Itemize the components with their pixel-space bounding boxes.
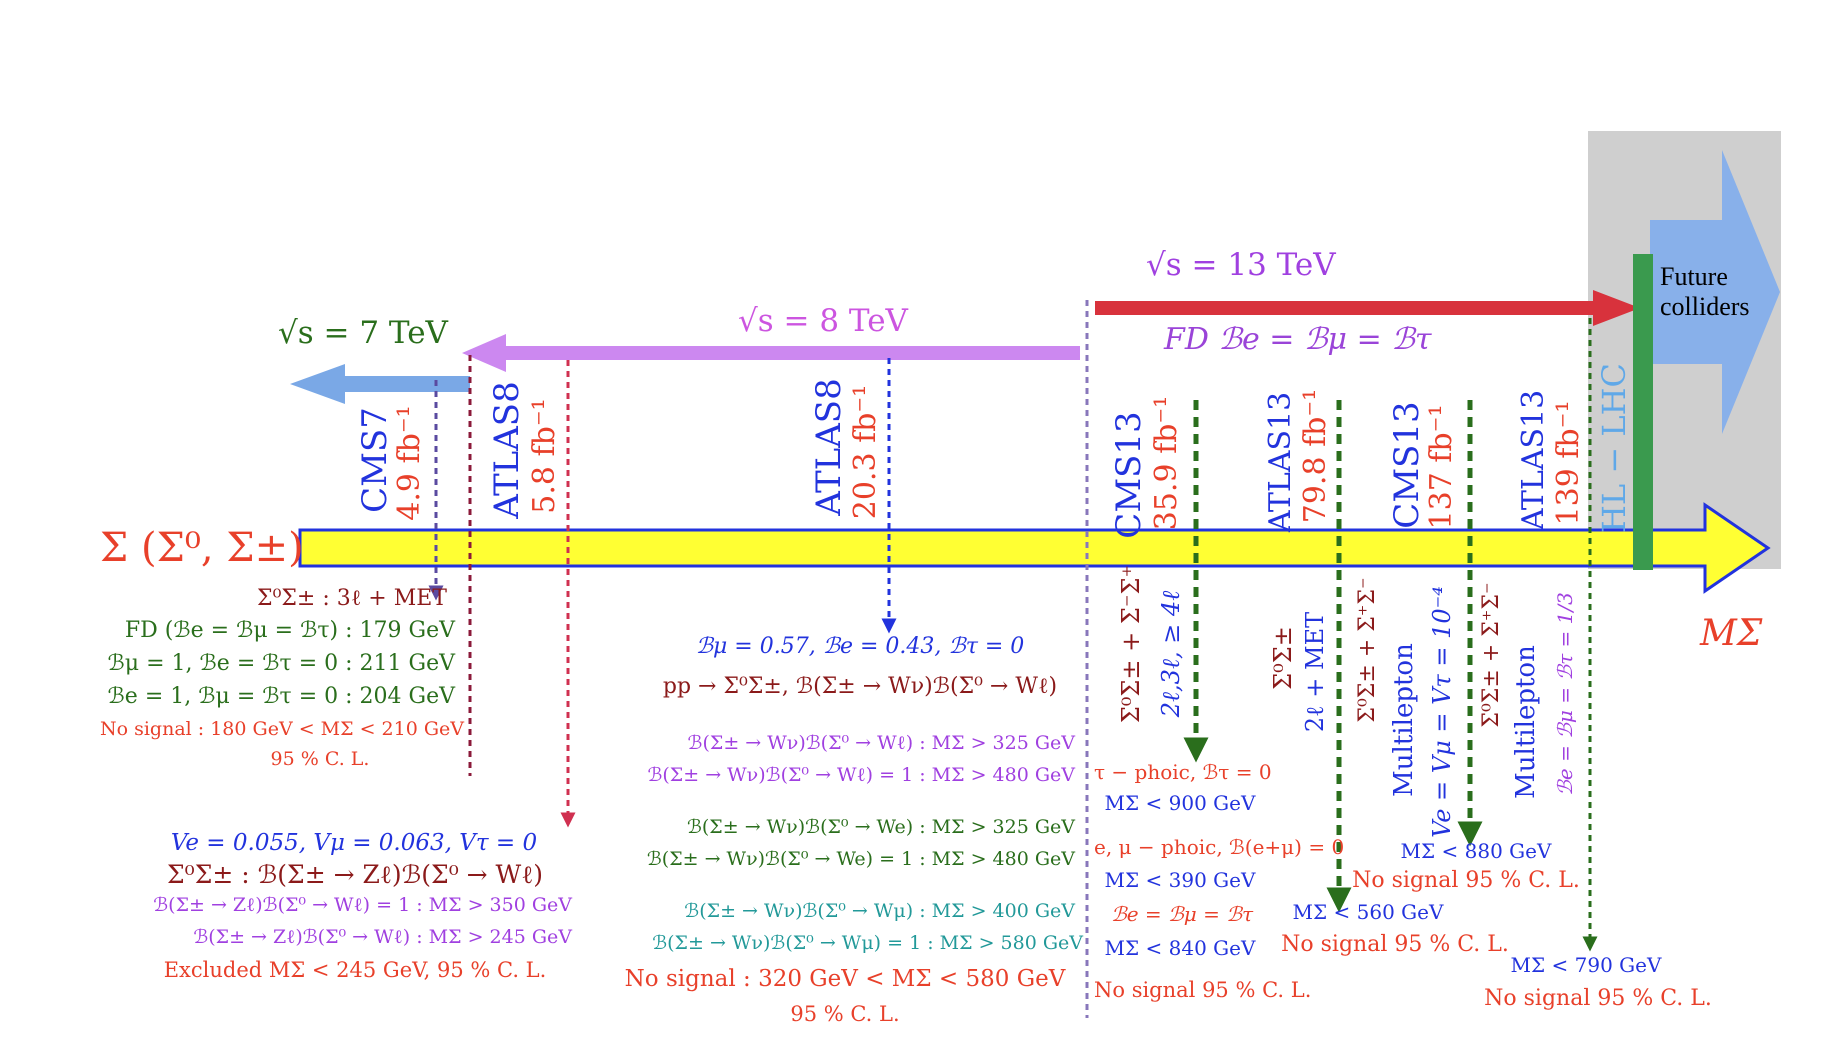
mass-axis-label: MΣ (1700, 613, 1763, 654)
mass-axis-arrow (298, 502, 1771, 594)
atlas13a-channel: 2ℓ + MET (1301, 611, 1329, 733)
future-colliders-label: Future colliders (1660, 262, 1790, 322)
exp-cms13b-lumi: 137 fb⁻¹ (1424, 404, 1459, 530)
exp-atlas13b-name: ATLAS13 (1516, 389, 1551, 531)
hl-lhc-label: HL − LHC (1595, 363, 1633, 533)
cms7-line-2: ℬμ = 1, ℬe = ℬτ = 0 : 211 GeV (107, 651, 455, 676)
exp-cms7-lumi: 4.9 fb⁻¹ (392, 405, 427, 521)
cms13a-process: Σ⁰Σ± + Σ⁻Σ⁺ (1117, 564, 1145, 724)
exp-atlas8b-name: ATLAS8 (809, 378, 849, 516)
cms13a-line-6: MΣ < 840 GeV (1104, 936, 1256, 960)
energy-8tev-label: √s = 8 TeV (738, 303, 908, 339)
cms13b-nosignal: No signal 95 % C. L. (1352, 868, 1580, 893)
particle-label: Σ (Σ⁰, Σ±) (100, 525, 304, 571)
atlas8b-e-1: ℬ(Σ± → Wν)ℬ(Σ⁰ → We) : MΣ > 325 GeV (686, 816, 1075, 838)
cms7-channel: Σ⁰Σ± : 3ℓ + MET (257, 586, 447, 611)
hl-lhc-bar (1633, 254, 1653, 570)
cms13b-limit: MΣ < 880 GeV (1400, 839, 1552, 863)
arrow-7tev (290, 364, 470, 404)
atlas8b-nosignal: No signal : 320 GeV < MΣ < 580 GeV (624, 966, 1066, 992)
cms13a-channel: 2ℓ,3ℓ, ≥ 4ℓ (1157, 590, 1185, 718)
cms7-line-3: ℬe = 1, ℬμ = ℬτ = 0 : 204 GeV (107, 684, 455, 709)
exp-atlas8a-lumi: 5.8 fb⁻¹ (527, 398, 562, 514)
cms13a-line-5: ℬe = ℬμ = ℬτ (1110, 902, 1254, 926)
atlas8b-mu-2: ℬ(Σ± → Wν)ℬ(Σ⁰ → Wμ) = 1 : MΣ > 580 GeV (652, 932, 1083, 954)
atlas8b-e-2: ℬ(Σ± → Wν)ℬ(Σ⁰ → We) = 1 : MΣ > 480 GeV (646, 848, 1075, 870)
atlas13b-channel: Multilepton (1511, 645, 1541, 799)
exp-atlas8a-name: ATLAS8 (487, 381, 527, 519)
future-arrow (1650, 150, 1780, 434)
exp-atlas8b-lumi: 20.3 fb⁻¹ (848, 384, 883, 520)
atlas8a-mixing: Ve = 0.055, Vμ = 0.063, Vτ = 0 (170, 830, 538, 856)
atlas8b-cl: 95 % C. L. (790, 1002, 900, 1026)
exp-cms13a-name: CMS13 (1109, 411, 1149, 539)
energy-13tev-label: √s = 13 TeV (1146, 247, 1336, 283)
energy-7tev-label: √s = 7 TeV (278, 315, 448, 351)
cms13a-line-1: τ − phoic, ℬτ = 0 (1094, 760, 1272, 784)
atlas13b-nosignal: No signal 95 % C. L. (1484, 986, 1712, 1011)
future-label-line2: colliders (1660, 292, 1750, 321)
cms7-nosignal: No signal : 180 GeV < MΣ < 210 GeV (100, 718, 464, 740)
atlas13a-process: Σ⁰Σ± (1269, 626, 1297, 690)
cms13b-process: Σ⁰Σ± + Σ⁺Σ⁻ (1355, 577, 1380, 723)
cms7-line-1: FD (ℬe = ℬμ = ℬτ) : 179 GeV (124, 618, 455, 643)
cms13a-line-2: MΣ < 900 GeV (1104, 791, 1256, 815)
atlas8a-excluded: Excluded MΣ < 245 GeV, 95 % C. L. (163, 958, 547, 982)
cms13a-line-4: MΣ < 390 GeV (1104, 868, 1256, 892)
atlas8a-process: Σ⁰Σ± : ℬ(Σ± → Zℓ)ℬ(Σ⁰ → Wℓ) (167, 860, 543, 889)
atlas8b-process: pp → Σ⁰Σ±, ℬ(Σ± → Wν)ℬ(Σ⁰ → Wℓ) (662, 674, 1058, 699)
atlas8a-line-1: ℬ(Σ± → Zℓ)ℬ(Σ⁰ → Wℓ) = 1 : MΣ > 350 GeV (153, 894, 572, 916)
exp-atlas13b-lumi: 139 fb⁻¹ (1551, 400, 1586, 526)
atlas8a-line-2: ℬ(Σ± → Zℓ)ℬ(Σ⁰ → Wℓ) : MΣ > 245 GeV (193, 926, 572, 948)
atlas8b-l-2: ℬ(Σ± → Wν)ℬ(Σ⁰ → Wℓ) = 1 : MΣ > 480 GeV (647, 764, 1075, 786)
exp-cms13b-name: CMS13 (1387, 401, 1427, 529)
atlas13b-branching: ℬe = ℬμ = ℬτ = 1/3 (1553, 592, 1577, 796)
exp-atlas13a-lumi: 79.8 fb⁻¹ (1298, 388, 1333, 524)
cms13a-nosignal: No signal 95 % C. L. (1094, 978, 1312, 1002)
cms13b-channel: Multilepton (1389, 643, 1419, 797)
cms13a-line-3: e, μ − phoic, ℬ(e+μ) = 0 (1094, 835, 1345, 859)
atlas8b-l-1: ℬ(Σ± → Wν)ℬ(Σ⁰ → Wℓ) : MΣ > 325 GeV (687, 732, 1075, 754)
arrow-13tev (1095, 290, 1640, 326)
atlas13b-process: Σ⁰Σ± + Σ⁺Σ⁻ (1479, 582, 1504, 728)
exp-cms13a-lumi: 35.9 fb⁻¹ (1149, 395, 1184, 531)
cms7-cl: 95 % C. L. (270, 748, 370, 770)
atlas13b-limit: MΣ < 790 GeV (1510, 953, 1662, 977)
atlas13a-limit: MΣ < 560 GeV (1292, 900, 1444, 924)
exp-cms7-name: CMS7 (355, 407, 395, 513)
atlas13a-nosignal: No signal 95 % C. L. (1281, 932, 1509, 957)
future-label-line1: Future (1660, 262, 1728, 291)
cms13b-mixing: Ve = Vμ = Vτ = 10⁻⁴ (1428, 586, 1456, 838)
fd-branching-label: FD ℬe = ℬμ = ℬτ (1164, 322, 1432, 357)
atlas8b-mu-1: ℬ(Σ± → Wν)ℬ(Σ⁰ → Wμ) : MΣ > 400 GeV (684, 900, 1075, 922)
atlas8b-branching: ℬμ = 0.57, ℬe = 0.43, ℬτ = 0 (695, 634, 1025, 659)
exp-atlas13a-name: ATLAS13 (1263, 391, 1298, 533)
arrow-8tev (462, 334, 1080, 372)
